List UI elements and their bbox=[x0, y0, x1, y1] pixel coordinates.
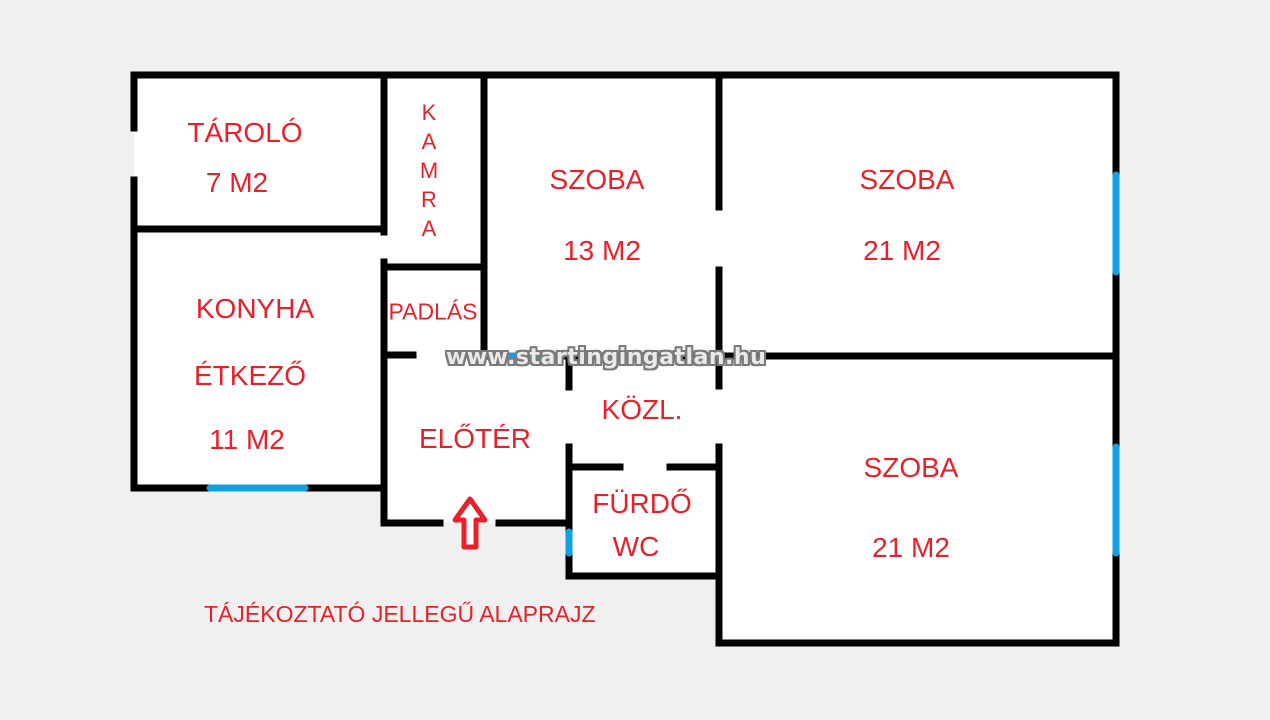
room-furdo-name: FÜRDŐ bbox=[592, 488, 692, 519]
room-szoba2-name: SZOBA bbox=[859, 164, 955, 195]
room-szoba1-area: 13 M2 bbox=[563, 235, 641, 266]
fill-eloter bbox=[384, 356, 569, 523]
room-szoba3-area: 21 M2 bbox=[872, 532, 950, 563]
arrow-up-icon bbox=[452, 496, 488, 550]
room-tarolo-area: 7 M2 bbox=[205, 167, 269, 198]
room-tarolo-name: TÁROLÓ bbox=[187, 117, 303, 148]
kamra-letter: K bbox=[421, 100, 437, 125]
room-kamra-label: K A M R A bbox=[420, 102, 438, 240]
fill-konyha bbox=[134, 231, 384, 488]
room-konyha-area: 11 M2 bbox=[209, 424, 285, 455]
kamra-letter: R bbox=[421, 187, 437, 212]
room-szoba3-name: SZOBA bbox=[863, 452, 959, 483]
room-konyha-name: KONYHA bbox=[195, 293, 315, 324]
room-padlas-name: PADLÁS bbox=[388, 298, 478, 325]
room-konyha-subname: ÉTKEZŐ bbox=[193, 360, 307, 391]
kamra-letter: A bbox=[421, 216, 437, 241]
room-furdo-subname: WC bbox=[612, 531, 660, 562]
fill-szoba3 bbox=[719, 356, 1116, 643]
walls bbox=[130, 71, 1120, 647]
windows bbox=[206, 171, 1120, 557]
room-kozl-name: KÖZL. bbox=[601, 394, 683, 425]
room-eloter-name: ELŐTÉR bbox=[418, 423, 532, 454]
watermark: www.startingingatlan.hu bbox=[446, 345, 767, 370]
kamra-letter: M bbox=[419, 158, 439, 183]
kamra-letter: A bbox=[421, 129, 437, 154]
room-szoba2-area: 21 M2 bbox=[863, 235, 941, 266]
room-szoba1-name: SZOBA bbox=[549, 164, 645, 195]
plan-caption: TÁJÉKOZTATÓ JELLEGŰ ALAPRAJZ bbox=[204, 601, 596, 627]
